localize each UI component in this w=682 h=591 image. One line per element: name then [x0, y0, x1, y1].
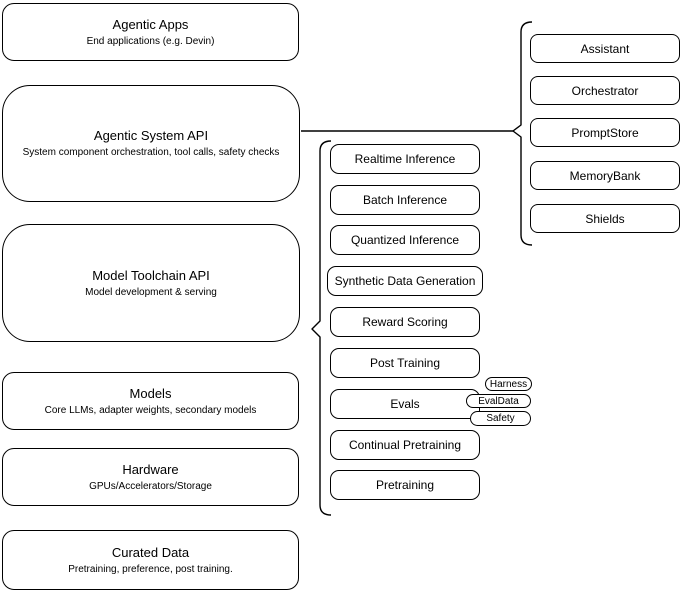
box-label: Reward Scoring — [362, 315, 448, 329]
box-quantized-inference: Quantized Inference — [330, 225, 480, 255]
box-orchestrator: Orchestrator — [530, 76, 680, 105]
box-label: Synthetic Data Generation — [334, 274, 476, 288]
box-subtitle: GPUs/Accelerators/Storage — [89, 480, 212, 492]
brace-toolchain-components — [311, 140, 332, 516]
box-title: Agentic System API — [93, 128, 209, 143]
box-model-toolchain-api: Model Toolchain API Model development & … — [2, 224, 300, 342]
box-curated-data: Curated Data Pretraining, preference, po… — [2, 530, 299, 590]
box-realtime-inference: Realtime Inference — [330, 144, 480, 174]
box-label: Quantized Inference — [350, 233, 460, 247]
box-pretraining: Pretraining — [330, 470, 480, 500]
box-hardware: Hardware GPUs/Accelerators/Storage — [2, 448, 299, 506]
box-shields: Shields — [530, 204, 680, 233]
box-label: Evals — [390, 397, 420, 411]
pill-harness: Harness — [485, 377, 532, 391]
box-title: Agentic Apps — [112, 16, 189, 32]
box-reward-scoring: Reward Scoring — [330, 307, 480, 337]
box-post-training: Post Training — [330, 348, 480, 378]
box-label: Orchestrator — [571, 83, 639, 98]
box-agentic-system-api: Agentic System API System component orch… — [2, 85, 300, 202]
box-promptstore: PromptStore — [530, 118, 680, 147]
box-label: Post Training — [369, 356, 441, 370]
pill-evaldata: EvalData — [466, 394, 531, 408]
box-models: Models Core LLMs, adapter weights, secon… — [2, 372, 299, 430]
box-assistant: Assistant — [530, 34, 680, 63]
box-synthetic-data-generation: Synthetic Data Generation — [327, 266, 483, 296]
box-subtitle: Model development & serving — [85, 286, 217, 298]
box-continual-pretraining: Continual Pretraining — [330, 430, 480, 460]
box-subtitle: System component orchestration, tool cal… — [22, 147, 280, 158]
box-subtitle: Pretraining, preference, post training. — [68, 563, 233, 575]
box-label: Assistant — [580, 41, 630, 56]
box-label: Shields — [585, 211, 625, 226]
box-label: MemoryBank — [569, 168, 641, 183]
box-agentic-apps: Agentic Apps End applications (e.g. Devi… — [2, 3, 299, 61]
box-evals: Evals — [330, 389, 480, 419]
box-memorybank: MemoryBank — [530, 161, 680, 190]
box-label: Pretraining — [375, 478, 435, 492]
box-label: Batch Inference — [362, 193, 448, 207]
box-subtitle: End applications (e.g. Devin) — [86, 35, 215, 47]
box-title: Curated Data — [111, 544, 190, 560]
box-label: Continual Pretraining — [348, 438, 462, 452]
box-label: Realtime Inference — [354, 152, 456, 166]
box-subtitle: Core LLMs, adapter weights, secondary mo… — [44, 404, 257, 416]
box-title: Models — [129, 385, 172, 401]
box-label: PromptStore — [571, 125, 639, 140]
box-batch-inference: Batch Inference — [330, 185, 480, 215]
box-title: Hardware — [122, 461, 179, 477]
box-title: Model Toolchain API — [92, 267, 210, 283]
pill-safety: Safety — [470, 411, 531, 426]
